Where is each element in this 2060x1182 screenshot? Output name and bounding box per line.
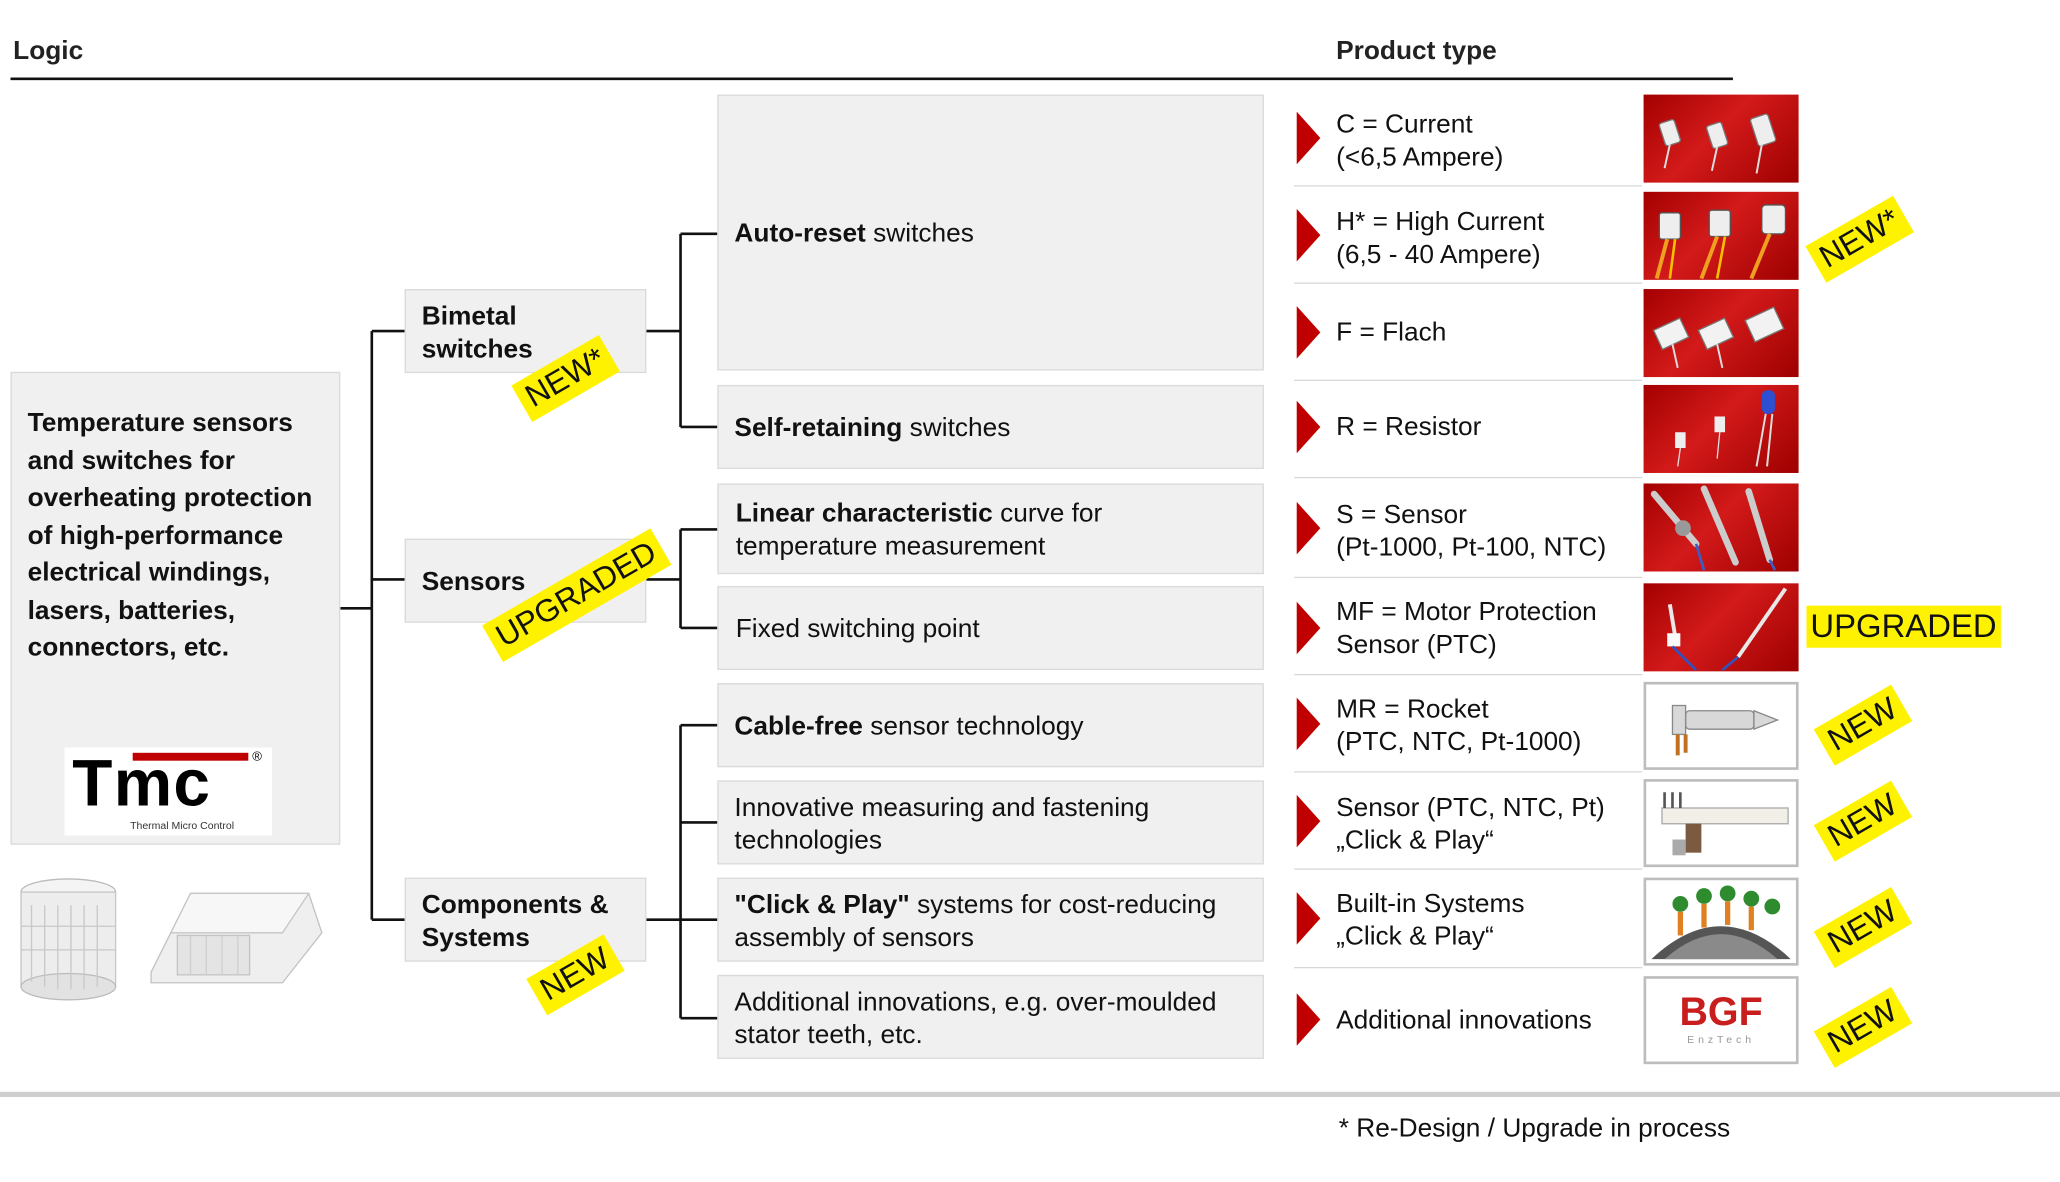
product-item: S = Sensor(Pt-1000, Pt-100, NTC) bbox=[1336, 500, 1607, 563]
subcategory-text: Linear characteristic curve for temperat… bbox=[735, 499, 1103, 561]
row-separator bbox=[1294, 476, 1643, 479]
product-item: R = Resistor bbox=[1336, 412, 1482, 442]
row-separator bbox=[1294, 576, 1643, 579]
product-item: H* = High Current(6,5 - 40 Ampere) bbox=[1336, 207, 1545, 270]
logic-header: Logic bbox=[13, 36, 84, 66]
product-photo-current bbox=[1643, 94, 1799, 183]
product-photo-high-current bbox=[1643, 191, 1799, 280]
product-photo-click-play-sensor bbox=[1643, 779, 1799, 868]
footnote: * Re-Design / Upgrade in process bbox=[1338, 1114, 1731, 1144]
subcategory-fixed-switching-point: Fixed switching point bbox=[717, 585, 1264, 671]
subcategory-linear-characteristic: Linear characteristic curve for temperat… bbox=[717, 483, 1264, 575]
arrow-icon bbox=[1296, 794, 1321, 848]
product-photo-flach bbox=[1643, 289, 1799, 378]
product-item: C = Current(<6,5 Ampere) bbox=[1336, 110, 1504, 173]
root-box: Temperature sensors and switches for ove… bbox=[10, 371, 341, 845]
root-description: Temperature sensors and switches for ove… bbox=[27, 408, 313, 663]
category-sensors-label: Sensors bbox=[421, 567, 526, 597]
product-photo-sensor bbox=[1643, 483, 1799, 572]
cylinder-sensor-image bbox=[20, 878, 117, 1001]
tmc-logo: Tmc ® Thermal Micro Control bbox=[64, 746, 272, 836]
subcategory-auto-reset: Auto-reset switches bbox=[717, 94, 1264, 371]
subcategory-measuring-fastening: Innovative measuring and fastening techn… bbox=[717, 780, 1264, 865]
product-upgraded-tag: UPGRADED bbox=[1806, 605, 2001, 648]
arrow-icon bbox=[1296, 501, 1321, 555]
product-item: MR = Rocket(PTC, NTC, Pt-1000) bbox=[1336, 695, 1582, 757]
stator-module-image bbox=[150, 892, 323, 984]
arrow-icon bbox=[1296, 601, 1321, 655]
product-photo-resistor bbox=[1643, 384, 1799, 473]
category-components-systems: Components & Systems bbox=[404, 877, 647, 962]
product-photo-rocket bbox=[1643, 681, 1799, 770]
product-item: Built-in Systems„Click & Play“ bbox=[1336, 889, 1525, 952]
product-item: Sensor (PTC, NTC, Pt)„Click & Play“ bbox=[1336, 793, 1605, 856]
arrow-icon bbox=[1296, 697, 1321, 751]
arrow-icon bbox=[1296, 892, 1321, 945]
product-photo-built-in-systems bbox=[1643, 877, 1799, 966]
subcategory-text: "Click & Play" systems for cost-reducing… bbox=[734, 890, 1217, 953]
arrow-icon bbox=[1296, 400, 1321, 454]
subcategory-cable-free: Cable-free sensor technology bbox=[717, 683, 1264, 768]
row-separator bbox=[1294, 966, 1643, 969]
row-separator bbox=[1294, 282, 1643, 284]
subcategory-text: Cable-free sensor technology bbox=[734, 712, 1084, 741]
arrow-icon bbox=[1296, 208, 1321, 262]
bgf-logo-text: BGF bbox=[1679, 990, 1763, 1034]
tmc-logo-bar bbox=[132, 752, 249, 761]
arrow-icon bbox=[1296, 993, 1321, 1046]
tmc-logo-subtext: Thermal Micro Control bbox=[130, 819, 235, 832]
arrow-icon bbox=[1296, 111, 1321, 165]
subcategory-self-retaining: Self-retaining switches bbox=[717, 384, 1264, 470]
tmc-logo-text: Tmc bbox=[72, 746, 212, 820]
tmc-logo-mark: ® bbox=[252, 750, 262, 765]
row-separator bbox=[1294, 868, 1643, 870]
subcategory-additional-innovations: Additional innovations, e.g. over-moulde… bbox=[717, 974, 1264, 1059]
subcategory-text: Additional innovations, e.g. over-moulde… bbox=[734, 987, 1217, 1050]
category-bimetal-label: Bimetal switches bbox=[421, 302, 533, 364]
product-photo-bgf-logo: BGF EnzTech bbox=[1643, 976, 1799, 1065]
arrow-icon bbox=[1296, 306, 1321, 359]
subcategory-click-play-systems: "Click & Play" systems for cost-reducing… bbox=[717, 877, 1264, 962]
footer-rule bbox=[0, 1091, 2060, 1098]
bgf-logo-subtext: EnzTech bbox=[1687, 1033, 1756, 1046]
category-bimetal-switches: Bimetal switches bbox=[404, 289, 647, 374]
subcategory-text: Fixed switching point bbox=[735, 614, 980, 644]
row-separator bbox=[1294, 185, 1643, 187]
subcategory-text: Self-retaining switches bbox=[734, 413, 1011, 443]
subcategory-text: Innovative measuring and fastening techn… bbox=[734, 793, 1150, 856]
product-type-header: Product type bbox=[1336, 36, 1497, 66]
category-components-label: Components & Systems bbox=[421, 890, 609, 953]
product-photo-motor-protection bbox=[1643, 583, 1799, 672]
product-item: F = Flach bbox=[1336, 317, 1447, 347]
row-separator bbox=[1294, 673, 1643, 676]
product-item: Additional innovations bbox=[1336, 1006, 1592, 1036]
row-separator bbox=[1294, 771, 1643, 773]
subcategory-text: Auto-reset switches bbox=[734, 219, 974, 249]
header-rule bbox=[10, 77, 1733, 81]
row-separator bbox=[1294, 379, 1643, 382]
